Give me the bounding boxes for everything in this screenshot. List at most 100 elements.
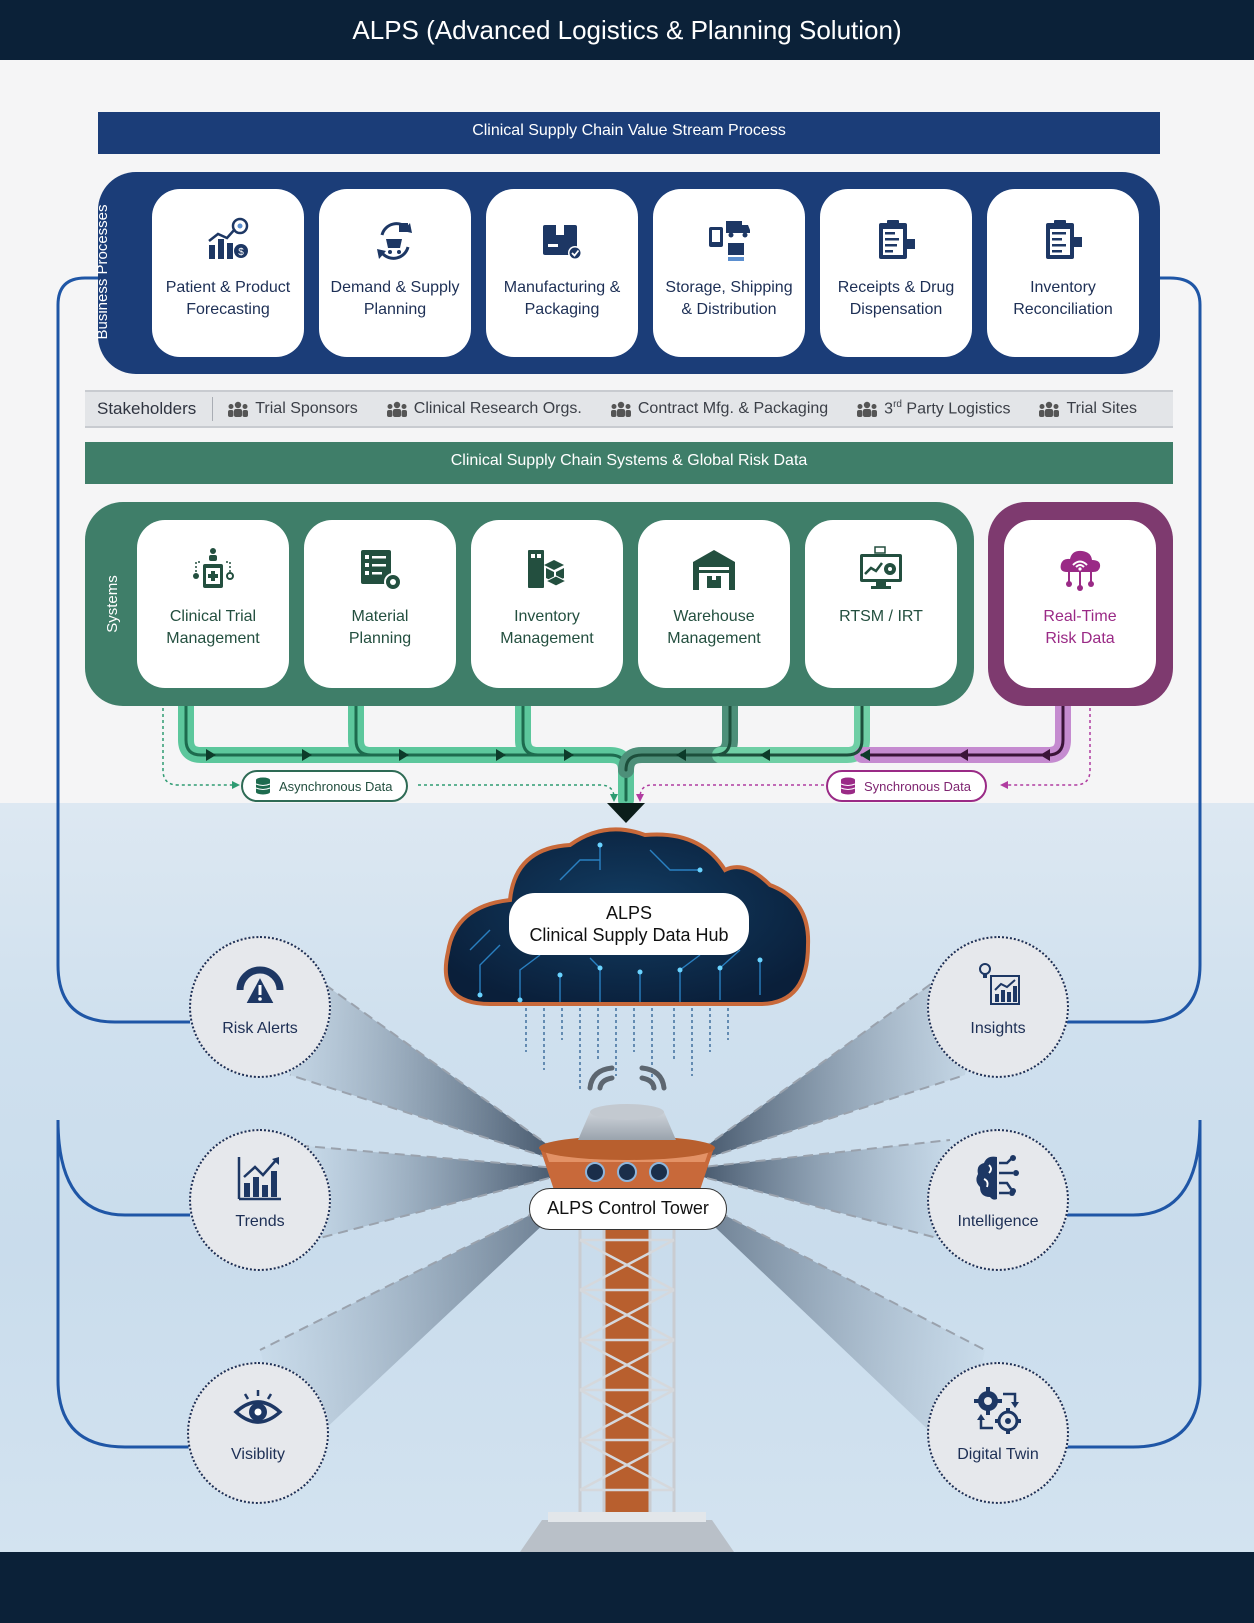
forecast-chart-icon: $ (208, 217, 249, 259)
system-card-warehouse-management: Warehouse Management (638, 520, 790, 688)
page-title: ALPS (Advanced Logistics & Planning Solu… (0, 0, 1254, 60)
output-label: Trends (235, 1213, 285, 1230)
database-icon (840, 777, 856, 795)
database-icon (255, 777, 271, 795)
people-group-icon (228, 401, 249, 417)
output-label: Visiblity (231, 1446, 285, 1463)
system-label: Clinical Trial Management (166, 608, 260, 647)
business-processes-label: Business Processes (94, 204, 111, 340)
data-hub-title: ALPS (605, 903, 653, 923)
stakeholder-item: Trial Sites (1038, 400, 1137, 418)
system-label: Warehouse Management (667, 608, 761, 647)
output-label: Digital Twin (957, 1446, 1039, 1463)
wifi-signal-icon (587, 1065, 667, 1091)
warehouse-icon (693, 550, 735, 590)
stakeholders-bar: Stakeholders Trial Sponsors Clinical Res… (85, 390, 1173, 428)
realtime-risk-label: Real-Time Risk Data (1043, 608, 1117, 647)
insight-chart-icon (979, 963, 1020, 1005)
boxes-icon (528, 550, 568, 588)
output-label: Intelligence (957, 1213, 1039, 1230)
trend-chart-icon (237, 1157, 281, 1201)
process-label: Storage, Shipping & Distribution (665, 279, 793, 318)
process-card-forecasting: $ Patient & Product Forecasting (152, 189, 304, 357)
system-card-clinical-trial: Clinical Trial Management (137, 520, 289, 688)
control-tower-label: ALPS Control Tower (529, 1188, 727, 1230)
system-label: Inventory Management (500, 608, 594, 647)
data-hub-subtitle: Clinical Supply Data Hub (529, 925, 729, 945)
output-insights: Insights (927, 936, 1069, 1078)
stakeholder-item: Clinical Research Orgs. (386, 400, 582, 418)
eye-icon (233, 1390, 283, 1424)
flow-arrowheads (206, 749, 1050, 823)
svg-text:$: $ (238, 247, 244, 258)
people-group-icon (857, 401, 878, 417)
clipboard-inventory-icon (1046, 220, 1082, 259)
process-card-storage-shipping: Storage, Shipping & Distribution (653, 189, 805, 357)
people-group-icon (1039, 401, 1060, 417)
people-group-icon (610, 401, 631, 417)
stakeholder-item: Contract Mfg. & Packaging (610, 400, 828, 418)
risk-gauge-icon (236, 966, 284, 1005)
systems-label: Systems (104, 575, 121, 633)
system-label: RTSM / IRT (839, 608, 923, 625)
shipping-truck-icon (709, 221, 750, 261)
output-digital-twin: Digital Twin (927, 1362, 1069, 1504)
stakeholder-item: Trial Sponsors (227, 400, 358, 418)
systems-banner-text: Clinical Supply Chain Systems & Global R… (450, 452, 808, 469)
tower-beams (260, 945, 985, 1462)
sync-data-pill: Synchronous Data (826, 770, 987, 802)
beam-edges (259, 944, 986, 1351)
process-label: Patient & Product Forecasting (165, 279, 291, 318)
system-label: Material Planning (348, 608, 412, 647)
stakeholder-name: Trial Sponsors (255, 400, 358, 417)
control-tower (520, 1104, 734, 1552)
process-label: Manufacturing & Packaging (503, 279, 621, 318)
monitor-gear-icon (860, 546, 902, 589)
process-card-inventory-reconciliation: Inventory Reconciliation (987, 189, 1139, 357)
process-label: Inventory Reconciliation (1013, 279, 1113, 318)
output-trends: Trends (189, 1129, 331, 1271)
output-risk-alerts: Risk Alerts (189, 936, 331, 1078)
output-label: Insights (970, 1020, 1026, 1037)
package-box-icon (543, 225, 582, 260)
sync-data-label: Synchronous Data (864, 778, 971, 794)
output-intelligence: Intelligence (927, 1129, 1069, 1271)
brain-circuit-icon (976, 1155, 1019, 1200)
stakeholder-name: Trial Sites (1066, 400, 1137, 417)
process-label: Demand & Supply Planning (330, 279, 460, 318)
sync-pipes (618, 698, 1071, 778)
clipboard-receipt-icon (879, 220, 915, 259)
people-group-icon (386, 401, 407, 417)
process-label: Receipts & Drug Dispensation (837, 279, 955, 318)
stakeholder-name: Clinical Research Orgs. (413, 400, 582, 417)
systems-banner: Clinical Supply Chain Systems & Global R… (85, 442, 1173, 484)
sync-dotted-lines (639, 708, 1091, 799)
process-card-manufacturing: Manufacturing & Packaging (486, 189, 638, 357)
async-data-label: Asynchronous Data (279, 778, 393, 794)
process-card-demand-supply: Demand & Supply Planning (319, 189, 471, 357)
async-data-pill: Asynchronous Data (241, 770, 409, 802)
stakeholder-item: 3rd Party Logistics (856, 399, 1010, 418)
value-stream-banner: Clinical Supply Chain Value Stream Proce… (98, 112, 1160, 154)
feedback-loop-left (56, 276, 190, 1449)
gears-twin-icon (974, 1387, 1021, 1434)
output-visibility: Visiblity (187, 1362, 329, 1504)
data-stream-lines (525, 1008, 729, 1090)
feedback-loop-right (1066, 276, 1202, 1449)
footer-bar (0, 1552, 1254, 1623)
data-hub-label: ALPS Clinical Supply Data Hub (509, 893, 749, 955)
cloud-network-icon (1060, 550, 1101, 591)
checklist-gear-icon (361, 550, 402, 591)
system-card-inventory-management: Inventory Management (471, 520, 623, 688)
supply-cycle-icon (377, 222, 412, 260)
process-card-receipts: Receipts & Drug Dispensation (820, 189, 972, 357)
clinical-trial-icon (193, 548, 234, 588)
system-card-rtsm-irt: RTSM / IRT (805, 520, 957, 688)
stakeholder-name: 3rd Party Logistics (884, 399, 1011, 418)
system-card-material-planning: Material Planning (304, 520, 456, 688)
async-dotted-lines (162, 708, 615, 799)
value-stream-banner-text: Clinical Supply Chain Value Stream Proce… (472, 122, 786, 139)
stakeholder-name: Contract Mfg. & Packaging (637, 400, 829, 417)
stakeholders-label: Stakeholders (85, 397, 214, 421)
output-label: Risk Alerts (222, 1020, 298, 1037)
